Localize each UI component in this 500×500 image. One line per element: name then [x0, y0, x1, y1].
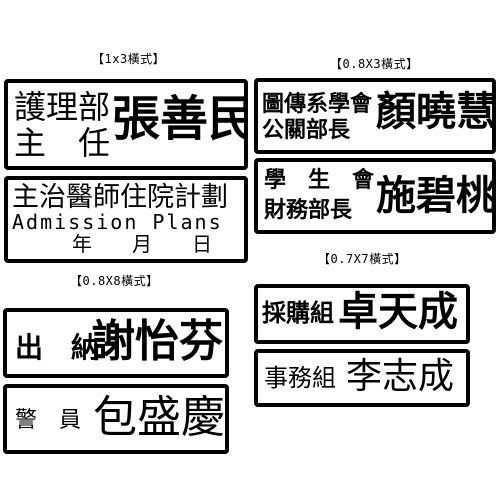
stamp-title: 事務組 — [264, 364, 336, 392]
stamp-xie-yifen: 出 納 謝怡芬 — [3, 308, 229, 378]
stamp-title-line2: 財務部長 — [264, 198, 353, 223]
stamp-zhuo-tiancheng: 採購組 卓天成 — [254, 284, 470, 344]
stamp-title-line1: 圖傳系學會 — [262, 92, 373, 117]
stamp-line1: 主治醫師住院計劃 — [12, 182, 228, 213]
stamp-bao-shengqing: 警 員 包盛慶 — [3, 384, 229, 454]
stamp-shi-bitao: 學 生 會 財務部長 施碧桃 — [254, 158, 496, 234]
stamp-title: 採購組 — [262, 299, 334, 327]
label-0-8x3: 【0.8X3橫式】 — [330, 57, 419, 71]
label-1x3: 【1x3橫式】 — [92, 52, 166, 66]
stamp-name: 施碧桃 — [376, 172, 496, 219]
stamp-title-line2: 主 任 — [14, 124, 111, 162]
stamp-name: 李志成 — [346, 356, 455, 397]
stamp-title-line2: 公關部長 — [262, 118, 351, 143]
stamp-name: 張善民 — [112, 91, 248, 147]
label-0-7x7: 【0.7X7橫式】 — [318, 252, 407, 266]
stamp-title: 警 員 — [15, 408, 82, 433]
stamp-title: 出 納 — [15, 331, 100, 364]
stamp-name: 包盛慶 — [93, 392, 225, 443]
stamp-zhang-shanmin: 護理部 主 任 張善民 — [4, 79, 248, 170]
stamp-title-line1: 學 生 會 — [264, 168, 375, 193]
stamp-li-zhicheng: 事務組 李志成 — [254, 349, 470, 407]
label-0-8x8: 【0.8X8橫式】 — [70, 274, 159, 288]
stamp-name: 卓天成 — [338, 289, 458, 335]
stamp-title-line1: 護理部 — [14, 88, 111, 126]
stamp-name: 謝怡芬 — [91, 316, 223, 367]
stamp-line3: 年 月 日 — [72, 232, 212, 256]
stamp-line2: Admission Plans — [12, 210, 223, 234]
stamp-yan-xiaohui: 圖傳系學會 公關部長 顏曉慧 — [254, 78, 496, 154]
stamp-admission-plans: 主治醫師住院計劃 Admission Plans 年 月 日 — [4, 176, 248, 263]
stamp-name: 顏曉慧 — [376, 88, 496, 135]
